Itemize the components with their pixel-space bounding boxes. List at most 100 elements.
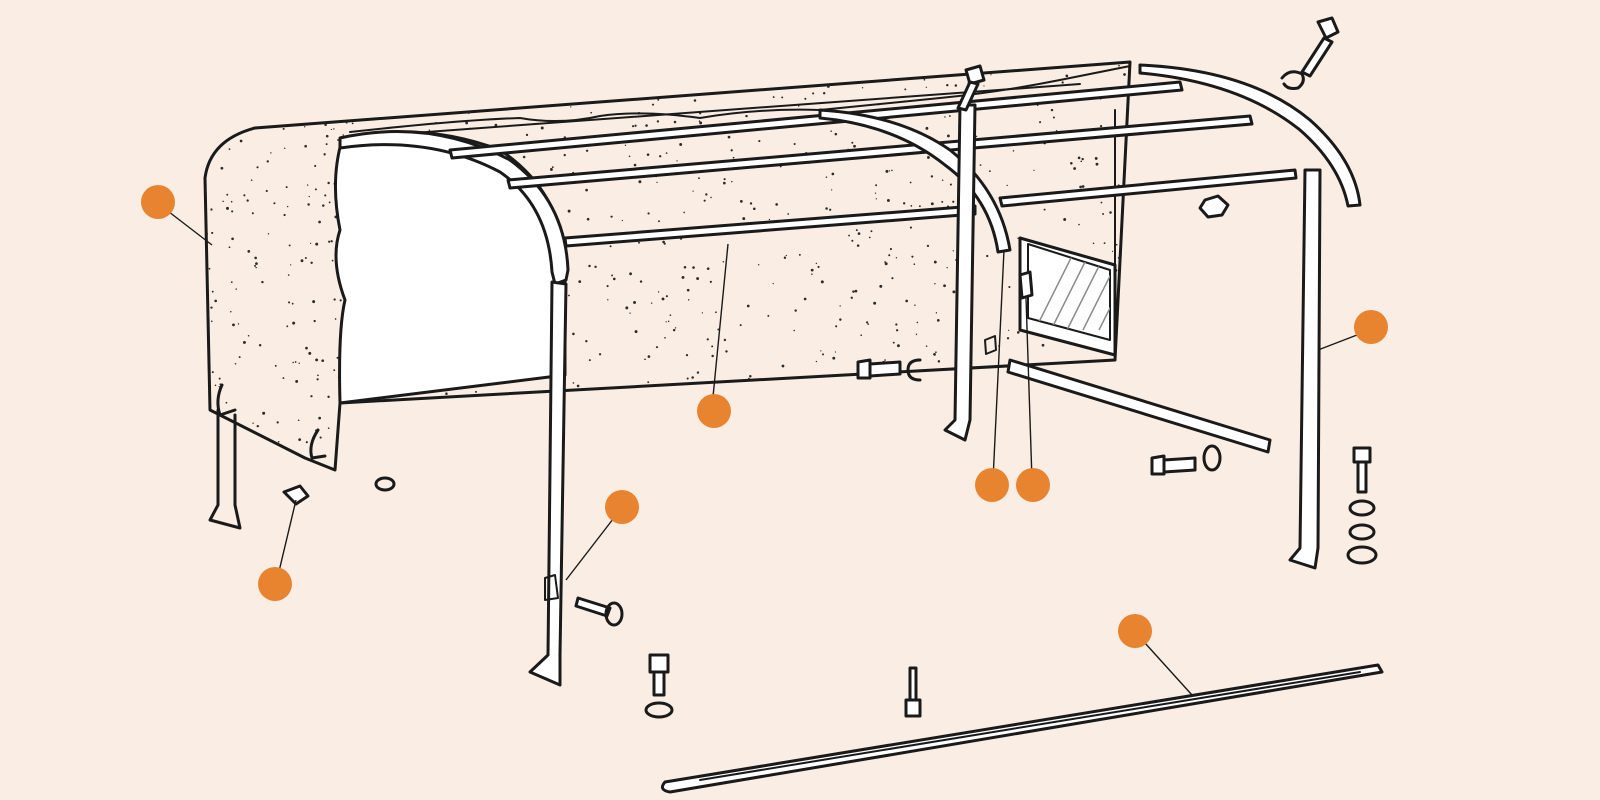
cover-speckle [988, 170, 991, 173]
cover-speckle [308, 351, 312, 355]
cover-speckle [699, 121, 703, 125]
cover-speckle [676, 160, 678, 162]
cover-speckle [665, 321, 667, 323]
callout-cover-fastener[interactable] [258, 567, 292, 601]
cover-speckle [812, 92, 815, 95]
cover-speckle [607, 299, 609, 301]
cover-speckle [644, 358, 646, 361]
cover-speckle [1092, 242, 1095, 245]
cover-speckle [723, 338, 727, 342]
leader-roof-rail [711, 243, 729, 408]
cover-speckle [274, 364, 277, 367]
cover-speckle [265, 189, 268, 193]
cover-speckle [757, 264, 760, 266]
cover-speckle [918, 205, 921, 208]
cover-speckle [638, 180, 642, 184]
side-slat-grain [699, 671, 1361, 781]
cover-speckle [672, 328, 676, 332]
cover-speckle [1065, 74, 1069, 78]
callout-rear-hoop-clip[interactable] [1016, 468, 1050, 502]
cover-speckle [825, 207, 828, 210]
cover-speckle [300, 259, 304, 263]
cover-speckle [286, 325, 289, 328]
cover-speckle [825, 176, 828, 178]
cover-speckle [783, 256, 787, 259]
cover-speckle [222, 200, 224, 203]
cover-speckle [834, 132, 838, 136]
canopy-frame [208, 63, 1362, 687]
cover-speckle [588, 359, 591, 362]
cover-speckle [934, 283, 936, 285]
cover-speckle [218, 385, 220, 388]
cover-speckle [739, 200, 743, 203]
cover-speckle [952, 290, 956, 294]
callout-rear-side-hoop[interactable] [1354, 310, 1388, 344]
callout-side-slat[interactable] [1118, 614, 1152, 648]
cover-speckle [767, 314, 770, 317]
cover-speckle [256, 166, 259, 169]
hoop-bracket-block [544, 574, 559, 601]
cover-speckle [902, 202, 906, 205]
washer-stack-1 [1348, 523, 1376, 541]
cover-speckle [551, 166, 554, 169]
cover-speckle [1111, 250, 1114, 253]
cover-speckle [238, 356, 241, 359]
cover-speckle [895, 323, 898, 326]
cover-speckle [211, 371, 214, 374]
cover-speckle [681, 275, 685, 279]
cover-speckle [665, 152, 668, 154]
cover-speckle [674, 327, 677, 329]
cover-speckle [658, 220, 660, 223]
callout-hoop-bracket[interactable] [605, 490, 639, 524]
callout-tilt-cover[interactable] [141, 185, 175, 219]
cover-speckle [1123, 73, 1126, 76]
cover-speckle [291, 302, 294, 305]
cover-speckle [210, 320, 213, 323]
washer-lower [644, 701, 674, 719]
cover-speckle [820, 350, 822, 352]
cover-speckle [225, 401, 228, 404]
cover-speckle [239, 139, 243, 143]
cover-speckle [860, 334, 863, 337]
side-strut [1006, 358, 1272, 454]
cover-speckle [706, 267, 710, 270]
cover-speckle [949, 183, 952, 186]
cover-speckle [873, 301, 877, 305]
bolt-head-top-right [1316, 16, 1340, 40]
roof-rail-side [998, 168, 1298, 208]
cover-speckle [722, 261, 725, 263]
cover-speckle [351, 122, 354, 125]
cover-speckle [540, 126, 544, 130]
cover-speckle [210, 306, 213, 309]
cover-speckle [855, 229, 858, 232]
cover-speckle [312, 300, 316, 304]
cover-speckle [247, 250, 251, 253]
hardware [282, 16, 1378, 719]
callout-rear-hoop[interactable] [975, 468, 1009, 502]
cover-speckle [1006, 337, 1010, 340]
cover-speckle [656, 181, 658, 184]
glass-hatch-line [1050, 249, 1092, 331]
cover-speckle [214, 384, 217, 387]
cover-speckle [715, 311, 717, 314]
bolt-shank-middle [868, 360, 902, 378]
cover-speckle [243, 194, 246, 197]
cover-speckle [1128, 67, 1130, 69]
cover-speckle [679, 143, 683, 146]
cover-speckle [294, 361, 297, 363]
cover-speckle [785, 254, 787, 257]
cover-speckle [874, 192, 877, 194]
cover-speckle [723, 178, 726, 181]
cover-speckle [839, 318, 842, 321]
bolt-head-lower [648, 653, 670, 674]
cover-speckle [935, 312, 938, 314]
callout-roof-rail[interactable] [697, 394, 731, 428]
cover-speckle [325, 143, 328, 146]
cover-speckle [345, 121, 348, 124]
cover-speckle [286, 205, 289, 208]
bolt-head-stack [1352, 446, 1372, 464]
roof-rail-middle [506, 114, 1254, 190]
cover-speckle [793, 143, 796, 146]
cover-speckle [305, 346, 308, 350]
